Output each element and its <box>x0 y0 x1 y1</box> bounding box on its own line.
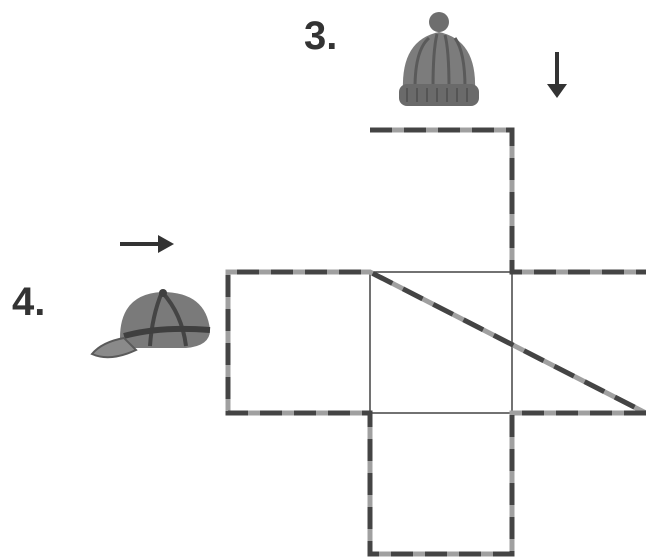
item-3-label: 3. <box>304 14 338 58</box>
item-4-label: 4. <box>12 280 46 324</box>
arrow-right-icon <box>120 235 174 253</box>
arrow-down-icon <box>547 52 567 98</box>
cell-bottom <box>370 413 512 554</box>
cross-outline-dashes <box>225 127 646 557</box>
cell-right <box>512 272 646 413</box>
cross-outline <box>225 127 646 557</box>
cell-top <box>370 130 512 272</box>
beanie-hat-icon <box>399 12 479 106</box>
cell-left <box>228 272 370 413</box>
cell-center <box>370 272 512 413</box>
baseball-cap-icon <box>90 289 211 359</box>
